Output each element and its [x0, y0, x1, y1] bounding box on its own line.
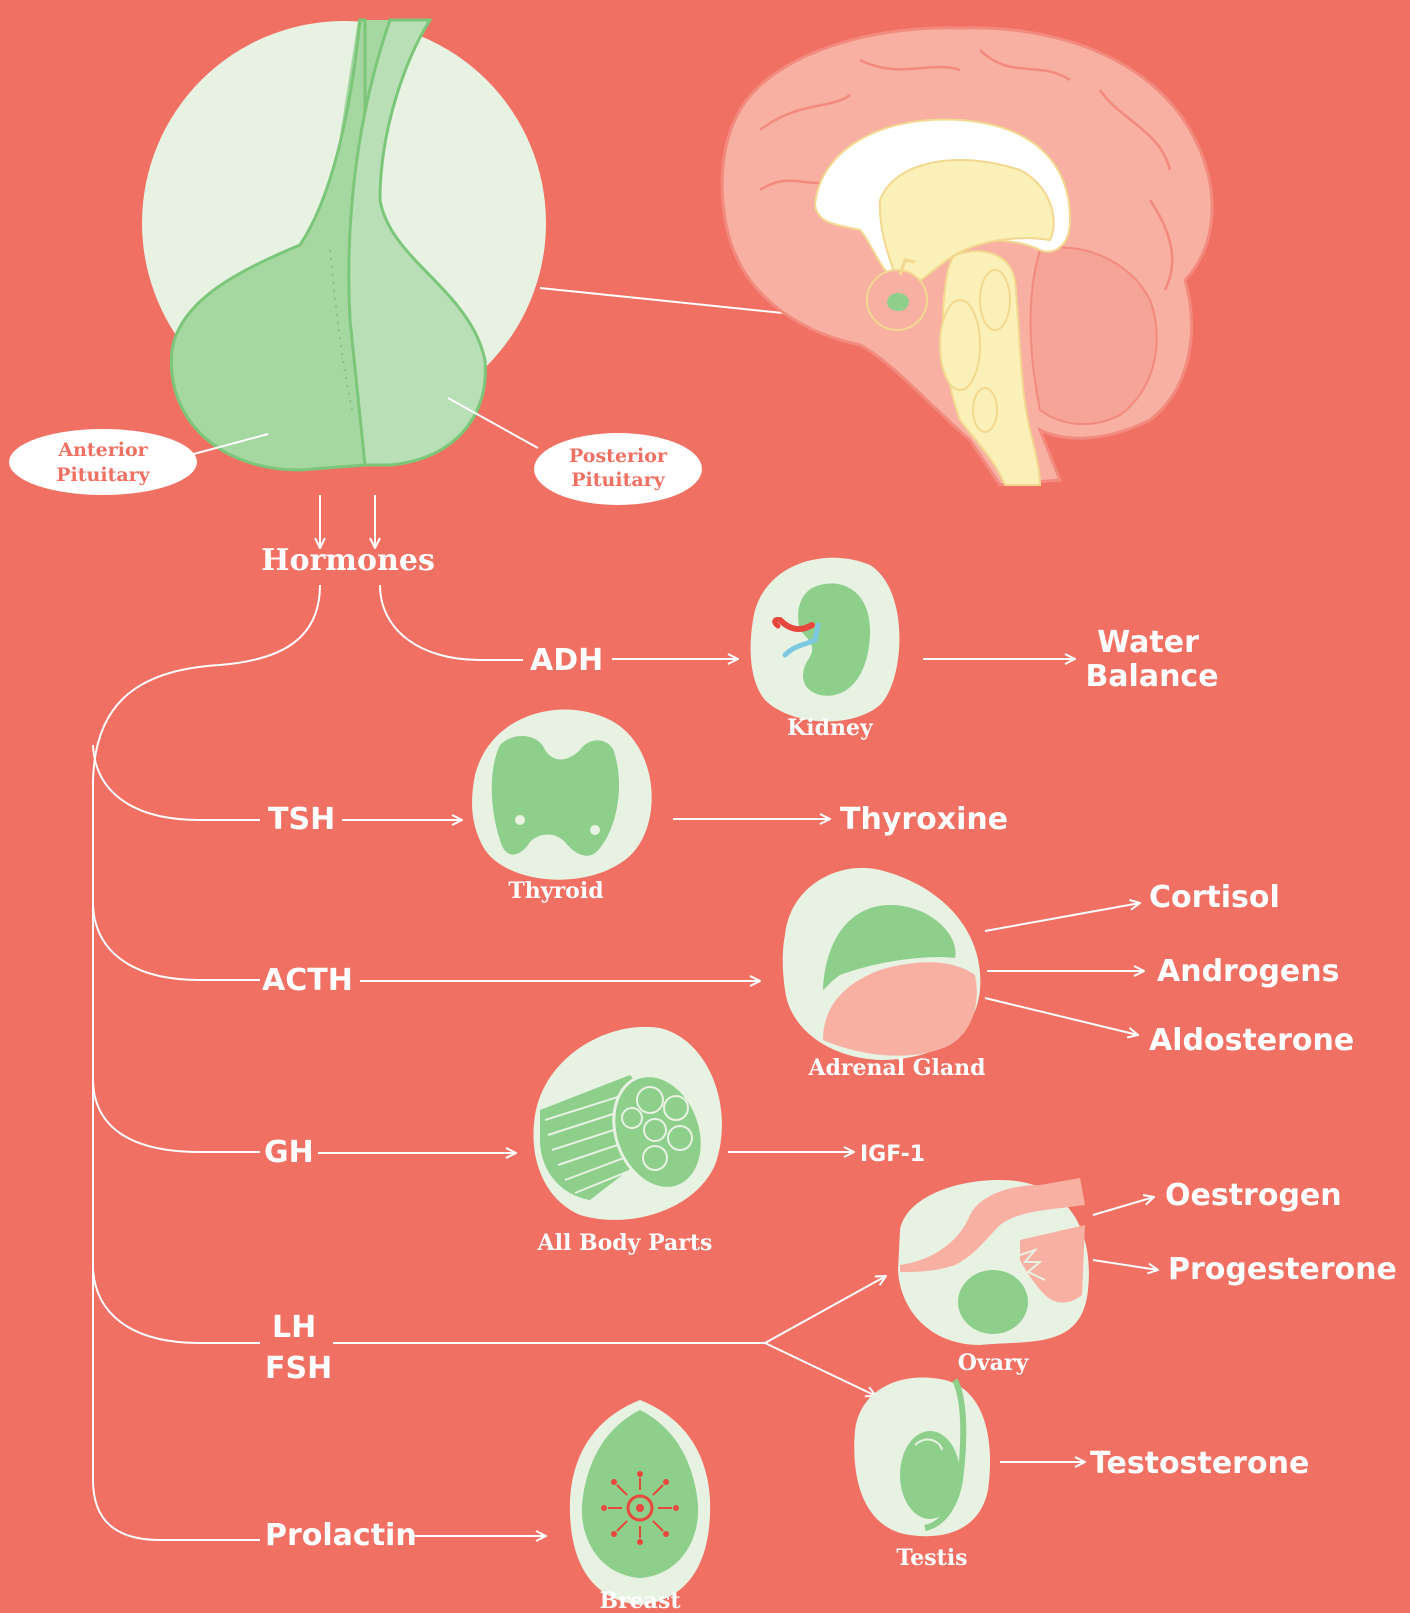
hormones-title: Hormones — [261, 543, 435, 578]
brain-illustration — [722, 28, 1212, 485]
pituitary-illustration — [142, 20, 546, 470]
hormone-tree-lines — [93, 585, 523, 1540]
body-parts-organ: All Body Parts — [533, 1027, 721, 1256]
hormone-tsh: TSH — [268, 802, 335, 837]
posterior-pituitary-bubble: Posterior Pituitary — [448, 398, 702, 505]
output-balance: Balance — [1085, 659, 1218, 694]
hormone-lh: LH — [272, 1310, 316, 1345]
ovary-label: Ovary — [958, 1350, 1030, 1376]
anterior-label-2: Pituitary — [56, 464, 150, 486]
body-parts-label: All Body Parts — [537, 1230, 713, 1256]
ovary-organ: Ovary — [898, 1178, 1089, 1376]
breast-gland-icon — [601, 1471, 679, 1545]
adrenal-organ: Adrenal Gland — [783, 868, 986, 1081]
output-progesterone: Progesterone — [1168, 1252, 1397, 1287]
output-testosterone: Testosterone — [1090, 1446, 1309, 1481]
anterior-label-1: Anterior — [57, 439, 148, 461]
output-thyroxine: Thyroxine — [840, 802, 1008, 837]
thyroid-organ: Thyroid — [472, 709, 652, 904]
hormone-fsh: FSH — [265, 1351, 332, 1386]
output-water: Water — [1097, 625, 1199, 660]
posterior-label-1: Posterior — [569, 445, 668, 467]
output-igf1: IGF-1 — [860, 1142, 925, 1167]
breast-organ: Breast — [570, 1400, 710, 1613]
output-cortisol: Cortisol — [1149, 880, 1280, 915]
thyroid-label: Thyroid — [508, 878, 603, 904]
kidney-label: Kidney — [787, 715, 874, 741]
hormone-gh: GH — [264, 1135, 314, 1170]
testis-label: Testis — [896, 1545, 967, 1571]
breast-label: Breast — [600, 1588, 682, 1613]
hormone-adh: ADH — [530, 643, 603, 678]
output-androgens: Androgens — [1157, 954, 1340, 989]
posterior-label-2: Pituitary — [571, 469, 665, 491]
output-aldosterone: Aldosterone — [1149, 1023, 1354, 1058]
hormone-acth: ACTH — [262, 963, 353, 998]
adrenal-label: Adrenal Gland — [807, 1055, 985, 1081]
kidney-organ: Kidney — [751, 558, 900, 741]
output-oestrogen: Oestrogen — [1165, 1178, 1342, 1213]
testis-organ: Testis — [854, 1377, 990, 1571]
hormone-prolactin: Prolactin — [265, 1518, 417, 1553]
